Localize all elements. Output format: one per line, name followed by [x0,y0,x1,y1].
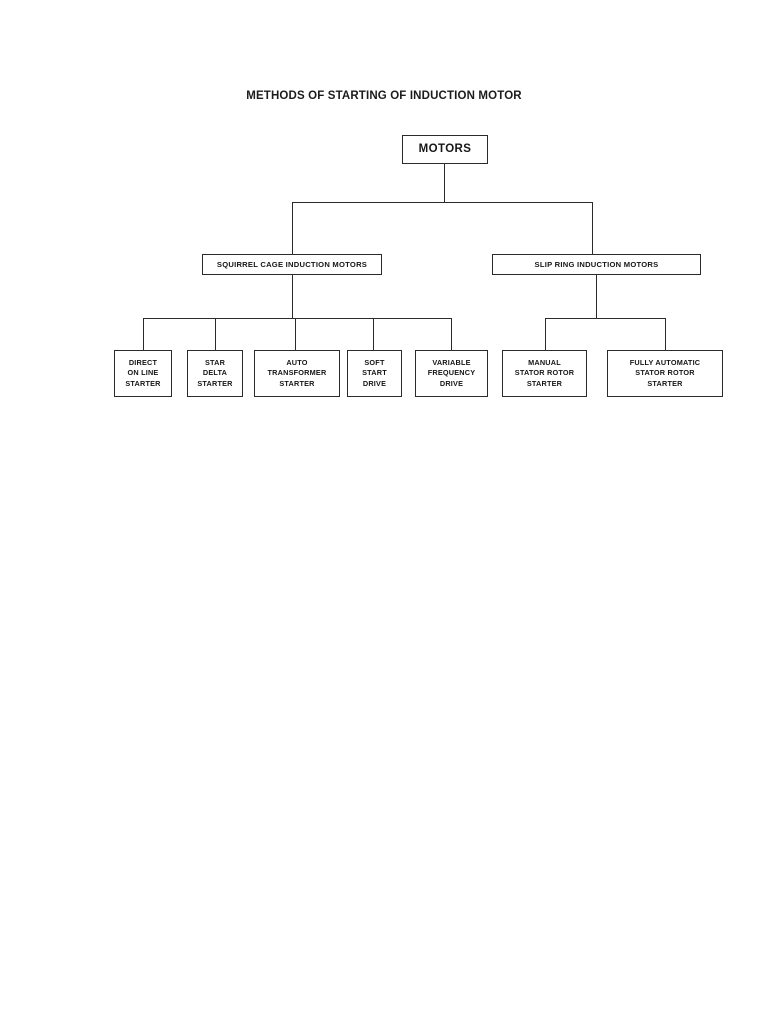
node-direct-on-line-starter[interactable]: DIRECT ON LINE STARTER [114,350,172,397]
connector-root-bus [292,202,593,204]
node-soft-start-drive-line2: START [362,368,387,378]
node-direct-on-line-starter-line2: ON LINE [127,368,159,378]
node-soft-start-drive-line1: SOFT [364,357,385,367]
node-variable-frequency-drive-line3: DRIVE [439,378,464,388]
node-slip-ring-label: SLIP RING INDUCTION MOTORS [534,259,659,269]
node-motors[interactable]: MOTORS [402,135,488,164]
connector-root-stem [444,164,446,202]
node-auto-transformer-starter-line2: TRANSFORMER [267,368,327,378]
node-auto-transformer-starter-line3: STARTER [279,378,315,388]
connector-to-manual-stator-rotor-starter [545,318,547,350]
node-auto-transformer-starter-line1: AUTO [286,357,308,367]
connector-slip-ring-bus [545,318,666,320]
node-fully-automatic-stator-rotor-starter[interactable]: FULLY AUTOMATIC STATOR ROTOR STARTER [607,350,723,397]
node-direct-on-line-starter-line3: STARTER [125,378,161,388]
connector-to-variable-frequency-drive [451,318,453,350]
node-manual-stator-rotor-starter-line2: STATOR ROTOR [514,368,575,378]
node-direct-on-line-starter-line1: DIRECT [128,357,158,367]
node-fully-automatic-stator-rotor-starter-line3: STARTER [647,378,683,388]
node-star-delta-starter-line1: STAR [204,357,226,367]
node-manual-stator-rotor-starter-line3: STARTER [526,378,563,388]
connector-to-soft-start-drive [373,318,375,350]
node-manual-stator-rotor-starter[interactable]: MANUAL STATOR ROTOR STARTER [502,350,587,397]
node-fully-automatic-stator-rotor-starter-line1: FULLY AUTOMATIC [629,357,701,367]
connector-to-fully-automatic-stator-rotor-starter [665,318,667,350]
node-motors-label: MOTORS [418,143,472,156]
node-squirrel-cage-induction-motors[interactable]: SQUIRREL CAGE INDUCTION MOTORS [202,254,382,275]
node-manual-stator-rotor-starter-line1: MANUAL [528,357,561,367]
connector-root-to-slip-ring [592,202,594,254]
connector-slip-ring-stem [596,275,598,318]
page-title: METHODS OF STARTING OF INDUCTION MOTOR [246,90,522,102]
connector-to-auto-transformer-starter [295,318,297,350]
node-variable-frequency-drive-line2: FREQUENCY [427,368,476,378]
node-squirrel-cage-label: SQUIRREL CAGE INDUCTION MOTORS [216,259,368,269]
node-star-delta-starter[interactable]: STAR DELTA STARTER [187,350,243,397]
connector-to-direct-on-line-starter [143,318,145,350]
node-fully-automatic-stator-rotor-starter-line2: STATOR ROTOR [635,368,695,378]
connector-squirrel-cage-stem [292,275,294,318]
node-variable-frequency-drive[interactable]: VARIABLE FREQUENCY DRIVE [415,350,488,397]
connector-root-to-squirrel-cage [292,202,294,254]
node-star-delta-starter-line3: STARTER [197,378,233,388]
connector-squirrel-cage-bus [143,318,452,320]
node-slip-ring-induction-motors[interactable]: SLIP RING INDUCTION MOTORS [492,254,701,275]
node-soft-start-drive-line3: DRIVE [362,378,387,388]
node-soft-start-drive[interactable]: SOFT START DRIVE [347,350,402,397]
node-auto-transformer-starter[interactable]: AUTO TRANSFORMER STARTER [254,350,340,397]
node-star-delta-starter-line2: DELTA [202,368,228,378]
node-variable-frequency-drive-line1: VARIABLE [432,357,471,367]
connector-to-star-delta-starter [215,318,217,350]
